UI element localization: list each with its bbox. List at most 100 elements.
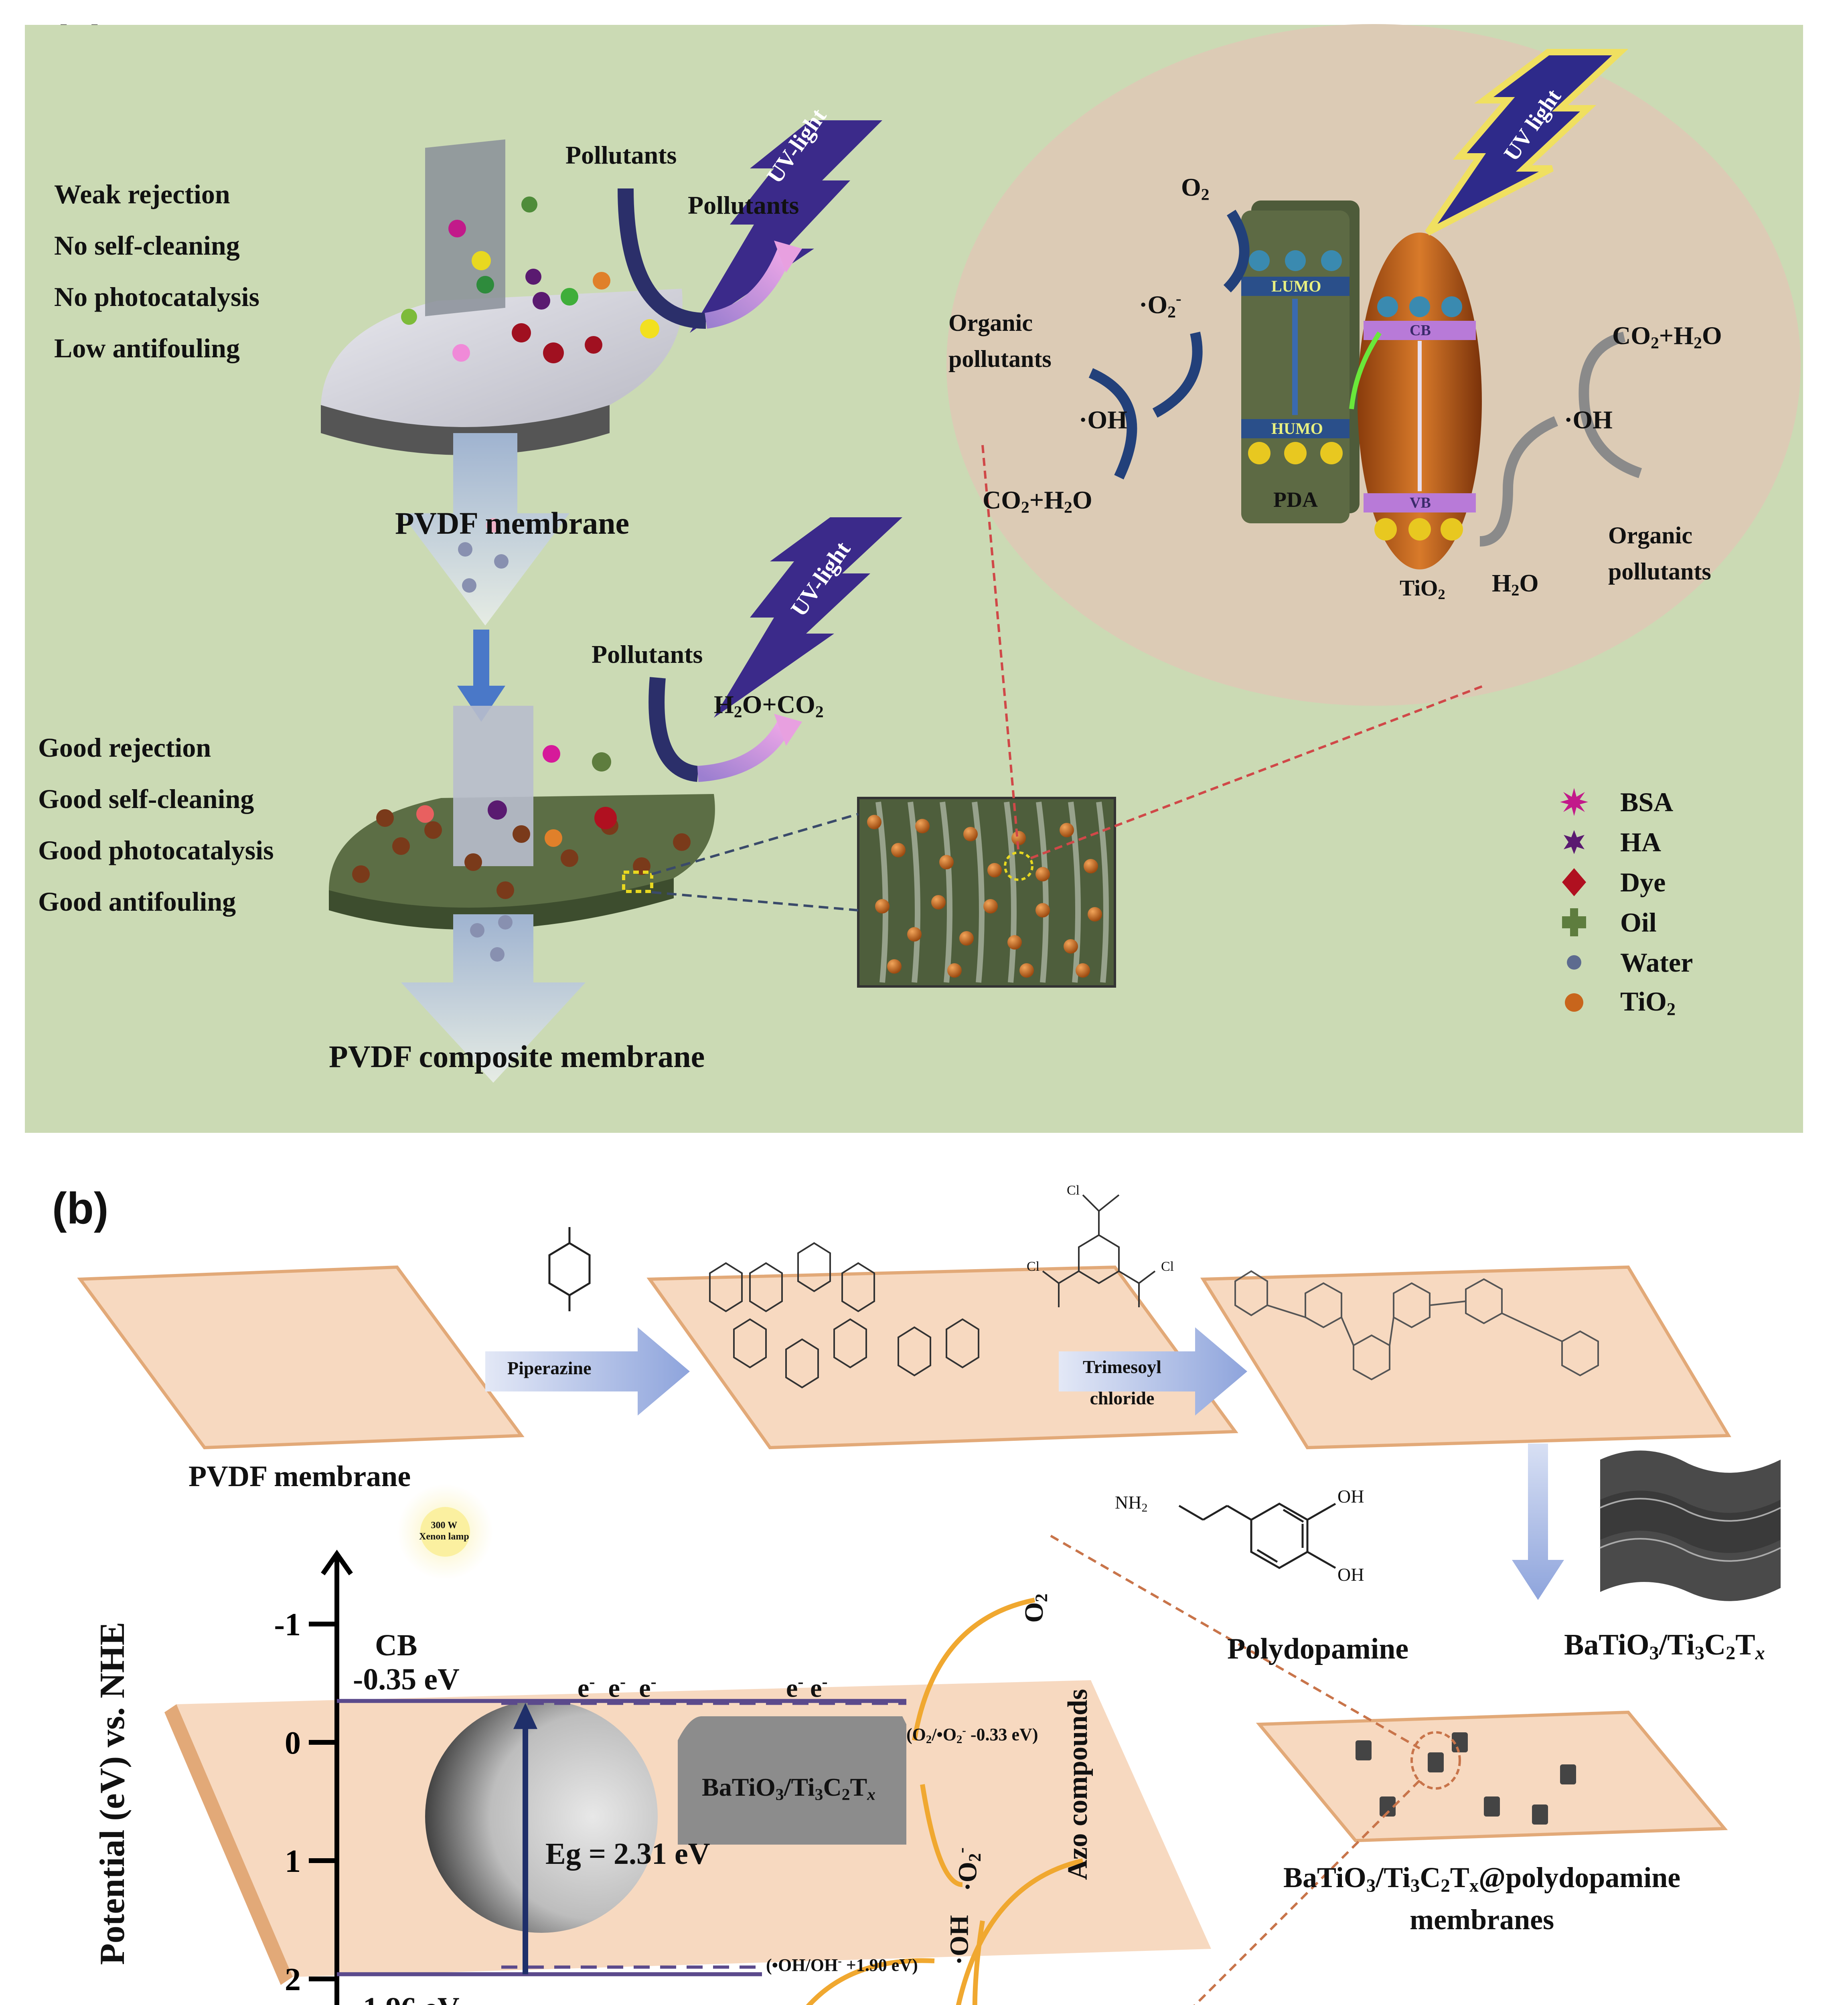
legend: BSA HA Dye Oil Water TiO2 <box>1556 782 1693 1023</box>
panel-b-label: (b) <box>52 1184 109 1233</box>
property-item: Good antifouling <box>38 886 236 917</box>
reaction-arrows-right <box>1479 332 1642 547</box>
hydroxyl-label: ·OH <box>944 1915 974 1965</box>
piperazine-arrow <box>485 1327 690 1416</box>
mech-organic-left: Organic pollutants <box>948 310 1052 372</box>
pollutant-arrow-in-2 <box>648 677 699 782</box>
products-label: H2O+CO2 <box>714 690 824 721</box>
piperazine-molecule <box>548 1227 591 1311</box>
cb-value: -0.35 eV <box>353 1663 460 1696</box>
dye-diamond-icon <box>1556 864 1592 900</box>
ha-star-icon <box>1556 824 1592 860</box>
permeate-arrow <box>401 433 569 626</box>
piperazine-layer <box>709 1242 979 1389</box>
dopamine-oh-2: OH <box>1337 1564 1364 1585</box>
o2-label: O2 <box>1019 1593 1051 1623</box>
azo-label: Azo compounds <box>1062 1689 1094 1880</box>
mxene-plate-label: BaTiO3/Ti3C2Tx <box>702 1773 875 1804</box>
property-item: No self-cleaning <box>54 230 240 261</box>
mech-superoxide: ·O2- <box>1139 289 1181 321</box>
final-membrane-label: BaTiO3/Ti3C2Tx@polydopamine membranes <box>1283 1861 1681 1936</box>
mxene-particles <box>1356 1732 1576 1825</box>
mxene-plate <box>678 1716 906 1845</box>
oh-couple-label: (•OH/OH- +1.90 eV) <box>766 1955 918 1975</box>
mech-pda: PDA <box>1273 488 1318 512</box>
mxene-label: BaTiO3/Ti3C2Tx <box>1564 1628 1765 1664</box>
cb-label: CB <box>375 1628 417 1662</box>
permeate-arrow-2 <box>401 914 586 1083</box>
mech-o2: O2 <box>1181 173 1210 204</box>
piperazine-label: Piperazine <box>507 1358 592 1378</box>
axis-tick-label: -1 <box>274 1607 301 1642</box>
pollutants-in-label-2: Pollutants <box>592 640 703 668</box>
trimesoyl-cl-right: Cl <box>1161 1259 1174 1274</box>
vb-value: 1.96 eV <box>363 1991 460 2005</box>
uv-bolt-2 <box>714 517 902 718</box>
tio2-oval <box>1349 233 1482 569</box>
composite-properties-list: Good rejection Good self-cleaning Good p… <box>38 722 274 927</box>
pvdf-membrane-title: PVDF membrane <box>395 506 630 541</box>
energy-axis: -10123 <box>274 1549 353 2005</box>
trimesoyl-label: Trimesoyl chloride <box>1083 1357 1161 1408</box>
cross-section-inset <box>857 797 1116 988</box>
membrane-sheet-3 <box>1200 1265 1731 1450</box>
mech-tio2: TiO2 <box>1400 576 1445 603</box>
composite-membrane-title: PVDF composite membrane <box>329 1039 705 1074</box>
pollutants-out-label: Pollutants <box>688 191 799 219</box>
final-membrane-sheet <box>1256 1710 1728 1843</box>
dopamine-nh2: NH2 <box>1115 1492 1148 1515</box>
pollutant-markers-top <box>401 196 659 363</box>
redox-arrows <box>806 1598 1084 2005</box>
mech-organic-right: Organic pollutants <box>1608 522 1711 585</box>
step1-membrane-label: PVDF membrane <box>188 1460 411 1493</box>
mech-oh-right: ·OH <box>1564 405 1613 434</box>
band-gap-label: Eg = 2.31 eV <box>545 1837 710 1871</box>
mxene-sheets <box>1600 1450 1781 1601</box>
axis-title: Potential (eV) vs. NHE <box>93 1622 132 1965</box>
electrons-sphere: e- e- e- <box>578 1673 657 1703</box>
trimesoyl-chloride-molecule <box>1042 1194 1156 1307</box>
membrane-sheet-1 <box>77 1265 525 1450</box>
semiconductor-sphere <box>425 1700 658 1933</box>
trimesoyl-cl-left: Cl <box>1027 1259 1040 1274</box>
energy-level-lines <box>337 1699 906 1977</box>
band-gap-arrowhead <box>513 1703 537 1729</box>
mech-h2o: H2O <box>1492 570 1539 599</box>
property-item: Good photocatalysis <box>38 835 274 865</box>
polydopamine-label: Polydopamine <box>1227 1632 1409 1665</box>
pda-block <box>1241 200 1360 523</box>
transition-arrow-shaft <box>473 630 489 690</box>
uv-bolt-1 <box>690 120 882 333</box>
axis-tick-label: 0 <box>285 1726 301 1761</box>
mech-oh-left: ·OH <box>1079 405 1127 434</box>
dopamine-oh-1: OH <box>1337 1486 1364 1507</box>
trimesoyl-arrow <box>1059 1327 1247 1416</box>
mech-vb: VB <box>1410 494 1431 511</box>
legend-item-tio2: TiO2 <box>1556 982 1693 1023</box>
legend-item-water: Water <box>1556 942 1693 982</box>
panel-a-graphics <box>321 49 1642 1083</box>
legend-item-ha: HA <box>1556 822 1693 862</box>
superoxide-label: ·O2- <box>952 1847 985 1892</box>
property-item: Good self-cleaning <box>38 784 254 814</box>
electrons-mxene: e- e- <box>786 1673 828 1703</box>
transition-arrow-head <box>457 686 505 722</box>
pollutant-arrow-in-1 <box>618 188 706 329</box>
mech-humo: HUMO <box>1271 419 1323 437</box>
legend-item-dye: Dye <box>1556 862 1693 902</box>
mech-lumo: LUMO <box>1271 277 1321 295</box>
oil-cross-icon <box>1556 904 1592 940</box>
legend-item-bsa: BSA <box>1556 782 1693 822</box>
property-item: Low antifouling <box>54 333 240 363</box>
mech-products-right: CO2+H2O <box>1612 321 1722 352</box>
polyamide-network <box>1234 1270 1599 1381</box>
mech-cb: CB <box>1410 322 1431 339</box>
uv-bolt-3 <box>1425 49 1629 236</box>
membrane-sheet-2 <box>646 1265 1238 1450</box>
assembly-arrow <box>1512 1444 1564 1600</box>
o2-couple-label: (O2/•O2- -0.33 eV) <box>906 1724 1038 1746</box>
xenon-lamp-label: 300 W Xenon lamp <box>419 1520 469 1542</box>
axis-tick-label: 2 <box>285 1962 301 1997</box>
property-item: Weak rejection <box>54 179 230 209</box>
